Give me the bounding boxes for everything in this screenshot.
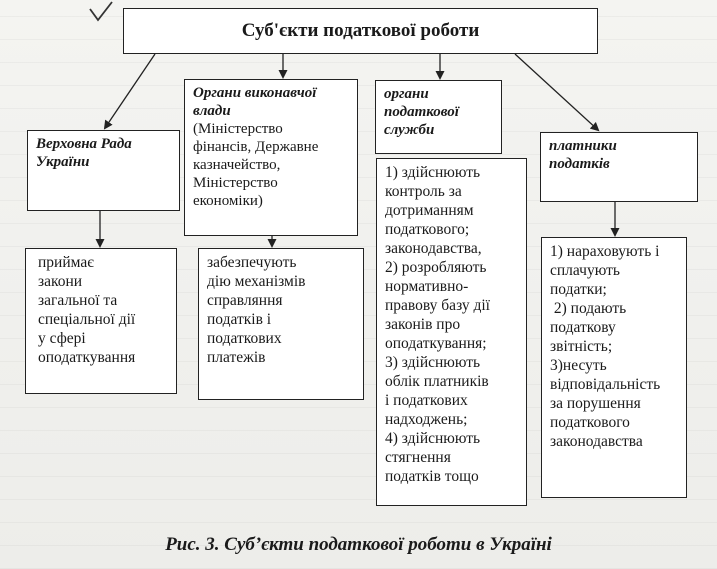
- description-line: загальної та: [38, 292, 118, 309]
- category-sublabel-line: Міністерство: [193, 175, 278, 191]
- description-tax-service: 1) здійснюють контроль за дотриманням по…: [376, 158, 527, 506]
- description-line: законів про: [385, 316, 461, 333]
- description-line: відповідальність: [550, 376, 661, 393]
- category-label-line: податків: [549, 156, 610, 172]
- figure-caption: Рис. 3. Суб’єкти податкової роботи в Укр…: [165, 534, 552, 555]
- category-tax-service: органи податкової служби: [375, 80, 502, 154]
- category-executive-bodies: Органи виконавчої влади (Міністерство фі…: [184, 79, 358, 236]
- description-line: правову базу дії: [385, 297, 490, 314]
- category-label-line: служби: [384, 122, 435, 138]
- description-line: забезпечують: [207, 254, 297, 271]
- description-line: у сфері: [38, 330, 86, 347]
- description-line: нормативно-: [385, 278, 469, 295]
- category-label-line: податкової: [384, 104, 459, 120]
- category-taxpayers: платники податків: [540, 132, 698, 202]
- description-line: законодавства: [550, 433, 643, 450]
- category-sublabel-line: фінансів, Державне: [193, 139, 319, 155]
- description-line: спеціальної дії: [38, 311, 136, 328]
- category-verkhovna-rada: Верховна Рада України: [27, 130, 180, 211]
- description-line: 2) розробляють: [385, 259, 487, 276]
- category-label-line: Органи виконавчої: [193, 85, 317, 101]
- category-sublabel-line: казначейство,: [193, 157, 281, 173]
- checkmark-icon: [89, 1, 113, 22]
- description-line: податкову: [550, 319, 616, 336]
- description-line: податки;: [550, 281, 607, 298]
- category-sublabel-line: економіки): [193, 193, 263, 209]
- description-line: за порушення: [550, 395, 641, 412]
- description-line: оподаткування: [38, 349, 136, 366]
- diagram-title: Суб'єкти податкової роботи: [123, 8, 598, 54]
- description-line: податків і: [207, 311, 272, 328]
- arrow-title-to-payers: [514, 53, 600, 132]
- category-label-line: Верховна Рада: [36, 136, 132, 152]
- category-label-line: органи: [384, 86, 429, 102]
- description-taxpayers: 1) нараховують і сплачують податки; 2) п…: [541, 237, 687, 498]
- description-line: законодавства,: [385, 240, 482, 257]
- description-line: дотриманням: [385, 202, 474, 219]
- description-line: 4) здійснюють: [385, 430, 481, 447]
- description-line: справляння: [207, 292, 283, 309]
- description-line: надходжень;: [385, 411, 468, 428]
- description-line: 2) подають: [550, 300, 627, 317]
- description-line: 3) здійснюють: [385, 354, 481, 371]
- description-line: і податкових: [385, 392, 468, 409]
- category-label-line: платники: [549, 138, 617, 154]
- description-line: приймає: [38, 254, 94, 271]
- description-line: закони: [38, 273, 83, 290]
- description-line: стягнення: [385, 449, 451, 466]
- description-verkhovna-rada: приймає закони загальної та спеціальної …: [25, 248, 177, 394]
- category-sublabel-line: (Міністерство: [193, 121, 283, 137]
- description-line: податкового: [550, 414, 630, 431]
- description-line: сплачують: [550, 262, 620, 279]
- category-label-line: України: [36, 154, 90, 170]
- description-line: оподаткування;: [385, 335, 487, 352]
- description-line: дію механізмів: [207, 273, 306, 290]
- description-line: податкових: [207, 330, 282, 347]
- arrow-title-to-verkhovna: [103, 53, 156, 130]
- description-line: податків тощо: [385, 468, 479, 485]
- description-line: звітність;: [550, 338, 613, 355]
- category-label-line: влади: [193, 103, 231, 119]
- description-line: облік платників: [385, 373, 489, 390]
- description-line: контроль за: [385, 183, 462, 200]
- description-line: 1) здійснюють: [385, 164, 481, 181]
- description-executive-bodies: забезпечують дію механізмів справляння п…: [198, 248, 364, 400]
- description-line: податкового;: [385, 221, 470, 238]
- description-line: 1) нараховують і: [550, 243, 660, 260]
- description-line: платежів: [207, 349, 266, 366]
- description-line: 3)несуть: [550, 357, 607, 374]
